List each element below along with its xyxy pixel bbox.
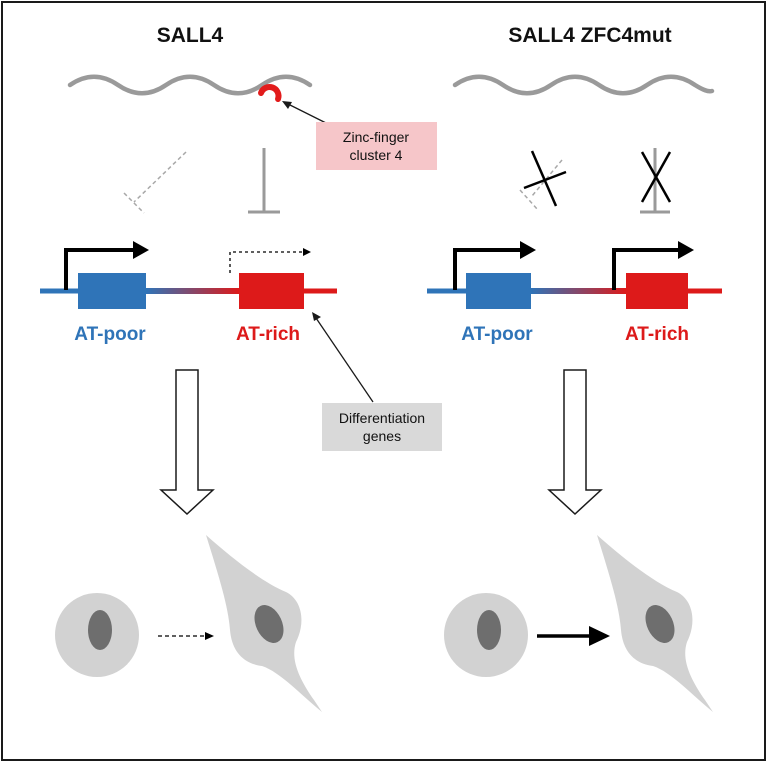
title-sall4-zfc4mut: SALL4 ZFC4mut [508,24,671,47]
right-stem-cell-nucleus [477,610,501,650]
right-weak-repression-bar [519,189,539,211]
right-gene-at-poor [466,273,531,309]
left-weak-promoter-arrow [229,251,304,273]
zinc-callout-line1: Zinc-finger [343,129,409,145]
sall4-zfc4mut-protein-wave [452,74,715,96]
right-weak-repression-cross-b [530,150,558,207]
zinc-callout-arrow [285,102,331,126]
zinc-callout-line2: cluster 4 [350,147,403,163]
differentiation-genes-callout [322,403,442,451]
right-strong-repression-cross-b [640,151,672,203]
left-active-promoter-arrowhead [133,241,149,259]
zinc-callout-arrowhead [282,101,292,109]
differentiation-callout-arrowhead [312,312,321,321]
right-differentiated-cell-nucleus [645,605,675,643]
left-label-at-rich: AT-rich [236,324,300,345]
right-dna-linker [531,288,626,294]
right-at-rich-promoter-arrow [612,248,680,290]
left-label-at-poor: AT-poor [74,324,146,345]
left-weak-differentiation-arrowhead [205,632,214,640]
weak-repression-line [133,151,187,203]
sall4-protein-wave [67,74,313,96]
left-gene-at-poor [78,273,146,309]
right-label-at-poor: AT-poor [461,324,533,345]
left-differentiated-cell-nucleus [254,605,284,643]
left-stem-cell-nucleus [88,610,112,650]
zinc-finger-cluster-4-mark [258,84,282,102]
zinc-finger-callout [316,122,437,170]
right-label-at-rich: AT-rich [625,324,689,345]
differentiation-callout-line1: Differentiation [339,410,425,426]
left-active-promoter-arrow [64,248,135,290]
differentiation-callout-arrow [315,317,374,403]
title-sall4: SALL4 [157,24,224,47]
right-strong-differentiation-arrowhead [589,626,610,646]
left-weak-promoter-arrowhead [303,248,311,256]
right-outcome-arrow [547,369,603,516]
right-at-rich-promoter-arrowhead [678,241,694,259]
left-gene-at-rich [239,273,304,309]
right-at-poor-promoter-arrow [453,248,522,290]
right-at-poor-promoter-arrowhead [520,241,536,259]
left-outcome-arrow [159,369,215,516]
left-dna-linker [146,288,239,294]
differentiation-callout-line2: genes [363,428,401,444]
weak-repression-bar [123,192,145,214]
right-gene-at-rich [626,273,688,309]
